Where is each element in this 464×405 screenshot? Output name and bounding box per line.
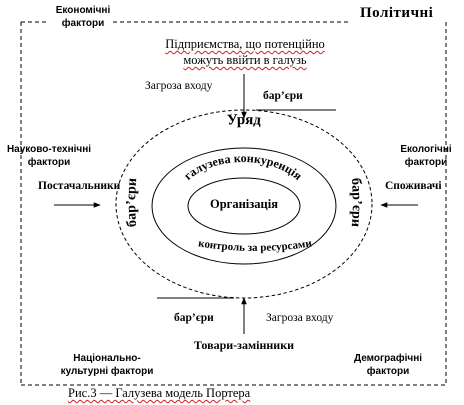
suppliers-label: Постачальники [38,180,121,192]
entry-barrier-bottom-label: бар’єри [174,312,214,324]
environment-frame [20,21,447,386]
consumers-label: Споживачі [385,180,442,192]
political-factors-label: Політичні [360,5,434,21]
organization-label: Організація [210,197,278,211]
substitutes-label: Товари-замінники [193,338,295,352]
organization-ellipse [187,177,301,235]
resource-control-label: контроль за ресурсами [197,237,313,254]
potential-entrants-line1: Підприємства, що потенційно [165,37,325,51]
entry-threat-top-label: Загроза входу [145,80,213,92]
ecological-factors-label: Екологічні фактори [400,144,452,168]
entry-barrier-top-label: бар’єри [263,90,303,102]
barrier-right-label: бар’єри [348,177,364,227]
national-cultural-factors-label: Національно- культурні фактори [60,353,154,377]
demographic-factors-label: Демографічні фактори [353,353,423,377]
entry-threat-bottom-label: Загроза входу [266,312,334,324]
economic-factors-label: Економічні фактори [55,5,111,29]
potential-entrants-label: Підприємства, що потенційно можуть ввійт… [136,36,354,68]
competition-ellipse [151,147,337,265]
figure-caption: Рис.3 — Галузева модель Портера [68,386,251,400]
potential-entrants-line2: можуть ввійти в галузь [183,53,307,67]
government-label: Уряд [227,112,262,129]
barrier-left-label: бар’єри [124,177,140,227]
scientific-technical-factors-label: Науково-технічні фактори [6,144,92,168]
